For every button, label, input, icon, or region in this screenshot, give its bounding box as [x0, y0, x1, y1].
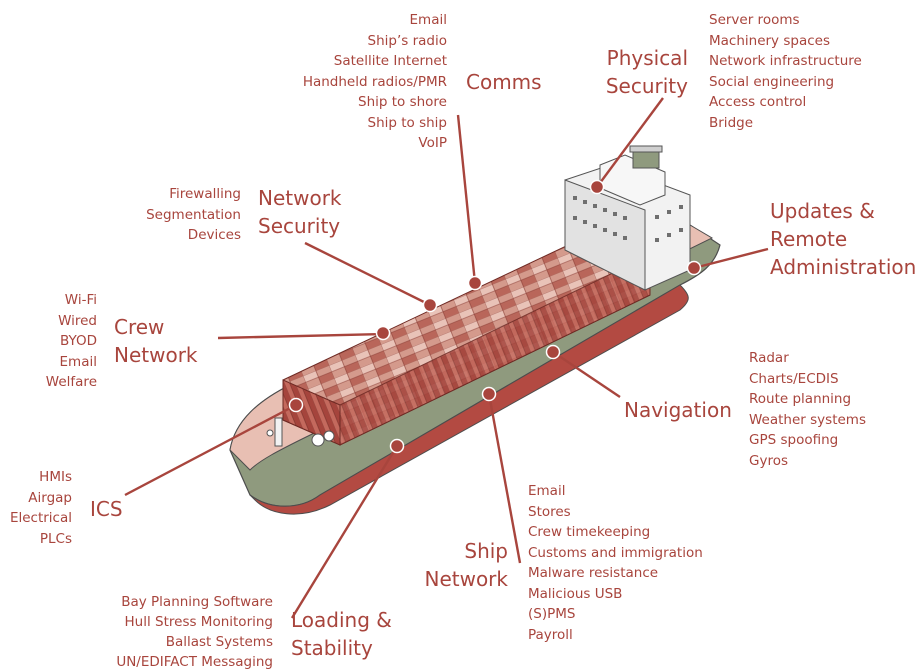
- physical-security-item: Bridge: [709, 114, 754, 131]
- ship-network-dot: [481, 386, 497, 402]
- ics-item: PLCs: [39, 530, 72, 547]
- comms-item: Satellite Internet: [333, 53, 447, 69]
- crew-network-item: Email: [59, 353, 97, 370]
- comms-item: Email: [409, 12, 447, 28]
- ics-leader: [124, 403, 297, 497]
- physical-security-item: Social engineering: [709, 73, 835, 90]
- physical-security-item: Access control: [709, 94, 807, 110]
- comms-leader: [456, 114, 477, 284]
- crew-network-item: Welfare: [45, 374, 97, 390]
- ship-network-item: Crew timekeeping: [528, 524, 651, 540]
- network-security-item: Segmentation: [146, 206, 241, 223]
- loading-stability-dot: [389, 438, 405, 454]
- title-line: Network: [114, 343, 198, 367]
- crew-network-item: Wi-Fi: [64, 292, 97, 308]
- crew-network-dot: [375, 325, 391, 341]
- loading-stability-item: UN/EDIFACT Messaging: [116, 654, 273, 670]
- crew-network-title: Crew Network: [114, 313, 198, 369]
- updates-title: Updates & Remote Administration: [770, 197, 916, 281]
- ics-item: Airgap: [28, 489, 72, 506]
- comms-item: Ship to shore: [358, 94, 447, 110]
- navigation-item: Gyros: [749, 452, 788, 469]
- physical-security-leader: [596, 97, 664, 188]
- ics-title: ICS: [90, 497, 123, 521]
- updates-dot: [686, 260, 702, 276]
- navigation-items: Radar Charts/ECDIS Route planning Weathe…: [749, 348, 866, 471]
- comms-item: VoIP: [418, 135, 447, 151]
- loading-stability-leader: [290, 445, 399, 619]
- ics-dot: [288, 397, 304, 413]
- ship-network-title: Ship Network: [410, 537, 508, 593]
- physical-security-dot: [589, 179, 605, 195]
- navigation-title: Navigation: [624, 398, 732, 422]
- title-line: Stability: [291, 636, 373, 660]
- loading-stability-item: Hull Stress Monitoring: [124, 614, 273, 630]
- loading-stability-title: Loading & Stability: [291, 606, 392, 662]
- network-security-leader: [304, 241, 431, 307]
- navigation-item: Radar: [749, 350, 789, 366]
- navigation-item: Route planning: [749, 391, 852, 407]
- comms-title: Comms: [466, 70, 542, 94]
- title-line: Administration: [770, 255, 917, 279]
- navigation-item: GPS spoofing: [749, 432, 839, 448]
- ship-network-item: Email: [528, 483, 566, 499]
- ics-item: HMIs: [39, 469, 72, 485]
- updates-leader: [693, 247, 769, 270]
- physical-security-items: Server rooms Machinery spaces Network in…: [709, 10, 862, 133]
- network-security-item: Devices: [187, 227, 241, 243]
- bow-deck-equipment: [266, 417, 335, 447]
- comms-item: Handheld radios/PMR: [302, 73, 447, 90]
- ship-network-item: Customs and immigration: [528, 544, 703, 561]
- crew-network-item: Wired: [58, 312, 97, 329]
- navigation-item: Charts/ECDIS: [749, 370, 839, 387]
- leader-lines: [124, 97, 769, 619]
- title-line: Security: [258, 214, 341, 238]
- title-line: Security: [605, 74, 688, 98]
- comms-item: Ship to ship: [367, 114, 448, 131]
- title-line: Updates &: [770, 199, 875, 223]
- crew-network-items: Wi-Fi Wired BYOD Email Welfare: [30, 290, 97, 393]
- superstructure: [564, 145, 691, 291]
- comms-dot: [467, 275, 483, 291]
- comms-items: Email Ship’s radio Satellite Internet Ha…: [292, 10, 447, 154]
- loading-stability-item: Bay Planning Software: [121, 594, 273, 610]
- navigation-item: Weather systems: [749, 411, 866, 428]
- title-line: Crew: [114, 315, 165, 339]
- ship-network-item: Malware resistance: [528, 565, 659, 581]
- anchor-dots: [288, 179, 702, 454]
- network-security-item: Firewalling: [169, 186, 241, 202]
- loading-stability-item: Ballast Systems: [165, 634, 273, 650]
- physical-security-item: Network infrastructure: [709, 53, 862, 69]
- title-line: Ship: [464, 539, 508, 563]
- ship-network-item: (S)PMS: [528, 606, 576, 622]
- network-security-dot: [422, 297, 438, 313]
- ship-network-item: Payroll: [528, 626, 573, 643]
- ship-network-item: Malicious USB: [528, 585, 623, 602]
- physical-security-item: Server rooms: [709, 12, 800, 28]
- title-line: Network: [258, 186, 342, 210]
- navigation-leader: [552, 351, 621, 398]
- ship-network-items: Email Stores Crew timekeeping Customs an…: [528, 481, 703, 645]
- crew-network-item: BYOD: [59, 333, 97, 349]
- ics-item: Electrical: [9, 510, 72, 526]
- physical-security-title: Physical Security: [598, 44, 688, 100]
- title-line: Physical: [606, 46, 688, 70]
- network-security-title: Network Security: [258, 184, 342, 240]
- physical-security-item: Machinery spaces: [709, 32, 830, 49]
- container-stacks: [282, 229, 651, 446]
- network-security-items: Firewalling Segmentation Devices: [120, 184, 241, 246]
- navigation-dot: [545, 344, 561, 360]
- title-line: Remote: [770, 227, 848, 251]
- loading-stability-items: Bay Planning Software Hull Stress Monito…: [88, 592, 273, 672]
- ship-network-item: Stores: [528, 503, 571, 520]
- title-line: Loading &: [291, 608, 392, 632]
- comms-item: Ship’s radio: [367, 32, 447, 49]
- ship-network-leader: [487, 393, 522, 564]
- title-line: Network: [424, 567, 508, 591]
- crew-network-leader: [217, 332, 384, 340]
- ics-items: HMIs Airgap Electrical PLCs: [0, 467, 72, 549]
